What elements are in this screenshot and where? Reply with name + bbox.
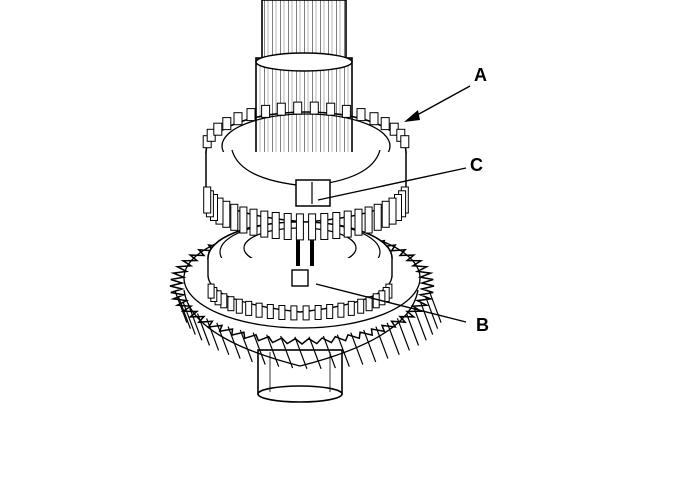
leader-b — [315, 283, 467, 323]
helix-tooth-line — [420, 302, 434, 335]
synchro-ring-tooth — [295, 213, 304, 241]
synchro-ring-top-tooth — [400, 135, 410, 149]
synchro-ring-top-tooth — [356, 108, 366, 122]
hub-tooth — [378, 290, 386, 306]
synchro-ring-tooth — [388, 197, 397, 225]
main-shaft — [255, 0, 353, 266]
synchro-ring-tooth — [320, 213, 329, 240]
hub-tooth — [365, 296, 373, 312]
leader-c — [317, 167, 467, 201]
synchro-ring-top-tooth — [380, 117, 390, 131]
helix-tooth-line — [336, 334, 350, 367]
synchro-ring-tooth — [381, 200, 390, 228]
helix-tooth-line — [308, 336, 322, 370]
hub-tooth — [372, 293, 380, 309]
hub-tooth — [347, 300, 355, 316]
synchro-ring-tooth — [343, 210, 352, 238]
hub-tooth — [207, 283, 215, 299]
leader-lines — [315, 85, 471, 323]
helix-tooth-line — [216, 322, 230, 356]
helix-tooth-line — [189, 308, 203, 341]
helix-tooth-line — [350, 332, 364, 365]
hub-tooth — [357, 298, 365, 314]
hub-tooth — [290, 305, 298, 321]
synchro-ring-tooth — [373, 203, 382, 231]
helix-tooth-line — [363, 329, 377, 363]
synchro-ring-top-tooth — [369, 112, 379, 126]
helix-tooth-line — [206, 318, 220, 351]
leader-a-arrowhead — [404, 110, 420, 122]
synchro-ring-tooth — [249, 208, 258, 236]
callout-c: C — [470, 155, 483, 175]
hub-tooth — [314, 305, 322, 320]
synchro-ring-top-tooth — [326, 102, 336, 116]
synchro-ring-tooth — [222, 200, 231, 228]
helix-tooth-line — [322, 335, 336, 369]
helix-tooth-line — [196, 313, 211, 346]
callout-a: A — [474, 65, 487, 85]
hub-tooth — [245, 300, 253, 316]
helix-tooth-line — [428, 290, 442, 323]
synchro-ring-top-tooth — [261, 104, 271, 118]
synchro-ring-tooth — [332, 212, 341, 239]
helix-tooth-line — [413, 308, 427, 341]
hub-tooth — [227, 296, 235, 312]
synchro-ring-tooth — [354, 208, 363, 236]
helix-tooth-line — [405, 313, 420, 346]
synchro-ring — [202, 101, 410, 241]
synchro-ring-tooth — [260, 210, 269, 238]
helix-tooth-line — [239, 329, 253, 363]
hub-tooth — [235, 298, 243, 314]
synchro-ring-top-tooth — [233, 112, 243, 126]
hub-tooth — [220, 293, 228, 309]
helix-tooth-line — [182, 302, 196, 335]
helix-tooth-line — [177, 296, 191, 329]
helix-tooth-line — [174, 290, 188, 323]
lower-shaft-stub — [257, 349, 343, 403]
synchro-ring-tooth — [283, 213, 292, 240]
synchro-ring-tooth — [271, 212, 280, 239]
synchro-ring-tooth — [364, 206, 373, 234]
synchro-ring-top-tooth — [276, 102, 286, 116]
synchro-ring-tooth — [308, 213, 317, 241]
helix-tooth-line — [227, 326, 241, 359]
hub-tooth — [326, 304, 334, 319]
hub-tooth — [337, 302, 345, 318]
helix-tooth-line — [375, 326, 389, 359]
hub-tooth — [266, 304, 274, 319]
synchro-ring-tooth — [203, 186, 212, 214]
synchro-ring-top-tooth — [213, 122, 223, 136]
callout-b: B — [476, 315, 489, 335]
helix-tooth-line — [280, 335, 294, 369]
hub-tooth — [278, 305, 286, 320]
hub-tooth — [255, 302, 263, 318]
helix-tooth-line — [266, 334, 280, 367]
synchro-ring-top-tooth — [341, 104, 351, 118]
synchro-ring-tooth — [239, 206, 248, 234]
synchro-ring-top-tooth — [309, 101, 319, 115]
synchro-ring-top-tooth — [222, 117, 232, 131]
helix-tooth-line — [396, 318, 410, 351]
synchro-ring-tooth — [230, 203, 239, 231]
synchro-ring-top-tooth — [293, 101, 303, 115]
helix-tooth-line — [294, 336, 308, 370]
helix-tooth-line — [386, 322, 400, 356]
synchro-ring-top-tooth — [246, 108, 256, 122]
helix-tooth-line — [252, 332, 266, 365]
hub-tooth — [302, 305, 310, 321]
